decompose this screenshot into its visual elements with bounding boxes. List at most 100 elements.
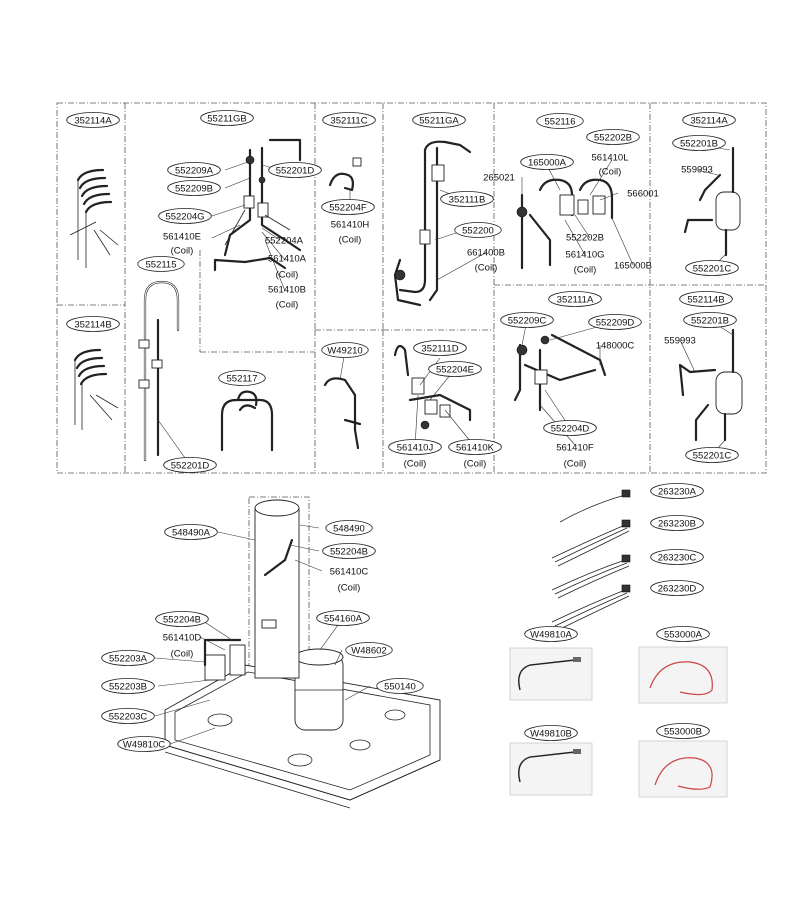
callout-bubble — [448, 439, 502, 455]
photo-insets — [509, 646, 728, 798]
callout-55211gb: 55211GB — [200, 110, 254, 126]
part-number-label: 661400B — [467, 247, 505, 258]
callout-548490: 548490 — [325, 520, 373, 536]
callout-bubble — [586, 129, 640, 145]
callout-561410l: 561410L(Coil) — [592, 152, 629, 177]
callout-552201b_b: 552201B — [683, 312, 737, 328]
part-number-label: 552201D — [171, 460, 210, 471]
callout-552204b_l: 552204B — [155, 611, 209, 627]
part-number-label: 552201D — [276, 165, 315, 176]
callout-bubble — [524, 725, 578, 741]
callout-bubble — [66, 112, 120, 128]
callout-559993_t: 559993 — [681, 164, 713, 175]
part-number-label: 552209A — [175, 165, 214, 176]
callout-bubble — [413, 340, 467, 356]
callout-bubble — [163, 457, 217, 473]
callout-552209d: 552209D — [588, 314, 642, 330]
pipe-drawings — [69, 138, 743, 462]
part-number-label: 552201C — [693, 450, 732, 461]
part-number-label: 352111B — [449, 194, 486, 205]
callout-561410d: 561410D(Coil) — [163, 632, 202, 659]
part-number-label: 561410J — [397, 442, 434, 453]
callout-561410h: 561410H(Coil) — [331, 219, 370, 245]
part-number-label: 552201B — [691, 315, 729, 326]
callout-bubble — [428, 361, 482, 377]
coil-label: (Coil) — [276, 269, 299, 280]
callout-165000a: 165000A — [520, 154, 574, 170]
callout-552201b_t: 552201B — [672, 135, 726, 151]
callout-bubble — [656, 723, 710, 739]
heat-exchanger-352114b — [73, 348, 119, 430]
callout-352114b: 352114B — [66, 316, 120, 332]
callout-bubble — [325, 520, 373, 536]
part-number-label: 552202B — [566, 232, 604, 243]
callout-bubble — [548, 291, 602, 307]
part-number-label: 550140 — [384, 681, 416, 692]
part-number-label: 552114B — [687, 294, 724, 305]
callout-bubble — [167, 162, 221, 178]
callout-552204d: 552204D — [543, 420, 597, 436]
callout-552201c_t: 552201C — [685, 260, 739, 276]
part-number-label: 552204D — [551, 423, 590, 434]
callout-bubble — [672, 135, 726, 151]
part-number-label: 552117 — [227, 373, 258, 384]
part-number-label: 548490A — [172, 527, 211, 538]
part-number-label: 561410G — [565, 249, 604, 260]
callout-bubble — [321, 199, 375, 215]
callout-w49810c: W49810C — [117, 736, 171, 752]
callout-552114b: 552114B — [679, 291, 733, 307]
callout-561410a: 561410A(Coil) — [268, 253, 307, 280]
callout-552203a: 552203A — [101, 650, 155, 666]
pipe-352111c — [328, 157, 362, 192]
callout-bubble — [454, 222, 502, 238]
callout-552204f: 552204F — [321, 199, 375, 215]
callout-265021: 265021 — [483, 172, 515, 183]
coil-label: (Coil) — [574, 264, 597, 275]
callout-bubble — [412, 112, 466, 128]
callout-bubble — [376, 678, 424, 694]
callout-561410j: 561410J(Coil) — [388, 439, 442, 469]
callout-bubble — [543, 420, 597, 436]
part-number-label: W48602 — [351, 645, 386, 656]
part-number-label: 263230C — [658, 552, 697, 563]
callout-561410g: 561410G (Coil) — [565, 249, 604, 275]
coil-label: (Coil) — [564, 458, 587, 469]
part-number-label: 165000B — [614, 260, 652, 271]
callout-bubble — [524, 626, 578, 642]
callout-bubble — [66, 316, 120, 332]
callout-bubble — [685, 260, 739, 276]
callout-352114a_b: 352114A — [682, 112, 736, 128]
callout-bubble — [650, 580, 704, 596]
callout-165000b: 165000B — [614, 260, 652, 271]
callout-552202b_m: 552202B — [566, 232, 604, 243]
coil-label: (Coil) — [599, 166, 622, 177]
pipe-assembly-55211gb — [213, 138, 302, 272]
part-number-label: 554160A — [324, 613, 363, 624]
accumulator-552114b — [678, 328, 743, 442]
part-number-label: 548490 — [333, 523, 365, 534]
callout-bubble — [650, 515, 704, 531]
part-number-label: 552202B — [594, 132, 632, 143]
part-number-label: 352114B — [74, 319, 111, 330]
part-number-label: 552200 — [462, 225, 494, 236]
part-number-label: 552209B — [175, 183, 213, 194]
part-number-label: 552204A — [265, 235, 304, 246]
part-number-label: 352111D — [421, 343, 458, 354]
callout-553000a: 553000A — [656, 626, 710, 642]
callout-bubble — [155, 611, 209, 627]
callout-552202b_t: 552202B — [586, 129, 640, 145]
part-number-label: 552201C — [693, 263, 732, 274]
callout-bubble — [656, 626, 710, 642]
callout-552209c: 552209C — [500, 312, 554, 328]
pipe-assembly-352111a — [513, 333, 607, 412]
part-number-label: 552209D — [596, 317, 635, 328]
callout-552201c_b: 552201C — [685, 447, 739, 463]
callout-bubble — [388, 439, 442, 455]
callout-263230b: 263230B — [650, 515, 704, 531]
callout-bubble — [588, 314, 642, 330]
callout-552204g: 552204G — [158, 208, 212, 224]
callout-bubble — [117, 736, 171, 752]
callout-bubble — [536, 113, 584, 129]
callout-553000b: 553000B — [656, 723, 710, 739]
part-number-label: 352111A — [557, 294, 594, 305]
